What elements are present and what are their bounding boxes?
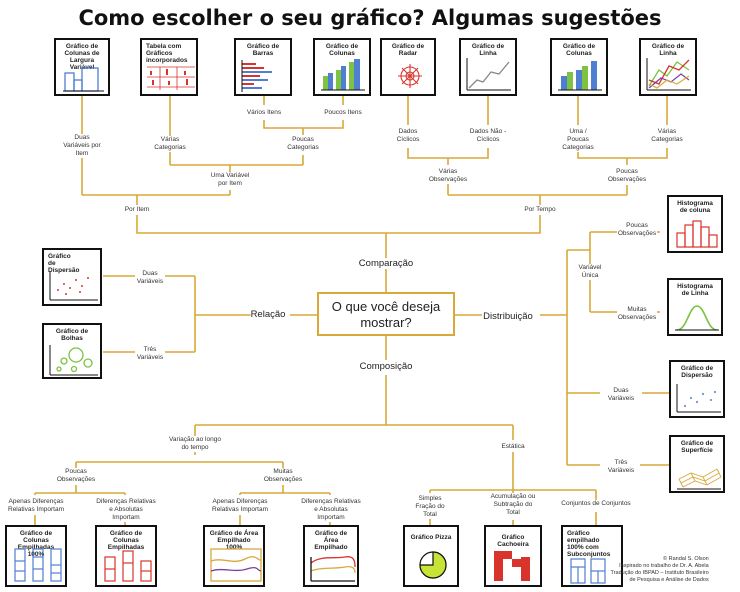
stacked-area-icon xyxy=(310,556,356,582)
line-histogram-icon xyxy=(675,305,719,331)
label-conjuntos: Conjuntos de Conjuntos xyxy=(561,500,631,508)
label-por-tempo: Por Tempo xyxy=(524,206,556,214)
label-poucas-categorias-1: Poucas Categorias xyxy=(286,136,320,152)
card-barras: Gráfico de Barras xyxy=(234,38,292,96)
card-dispersao-2: Gráfico de Dispersão xyxy=(669,360,725,418)
card-bolhas: Gráfico de Bolhas xyxy=(42,323,102,379)
label-uma-poucas-categorias: Uma / Poucas Categorias xyxy=(558,128,598,152)
waterfall-chart-icon xyxy=(494,551,530,581)
page-title: Como escolher o seu gráfico? Algumas sug… xyxy=(78,6,662,30)
card-cachoeira: Gráfico Cachoeira xyxy=(484,525,542,587)
card-histograma-linha: Histograma de Linha xyxy=(667,278,723,336)
card-pizza: Gráfico Pizza xyxy=(403,525,459,587)
card-colunas-empilhadas: Gráfico de Colunas Empilhadas xyxy=(95,525,157,587)
label-simples-fracao: Simples Fração do Total xyxy=(408,495,452,519)
label-varias-categorias-2: Várias Categorias xyxy=(650,128,684,144)
credit-text: © Randal S. Olson Inspirado no trabalho … xyxy=(610,556,709,583)
label-apenas-dif-rel-2: Apenas Diferenças Relativas Importam xyxy=(209,498,271,514)
column-chart-icon xyxy=(558,61,602,91)
label-uma-variavel-por-item: Uma Variável por Item xyxy=(210,172,250,188)
label-varias-categorias-1: Várias Categorias xyxy=(153,136,187,152)
label-varias-observacoes: Várias Observações xyxy=(428,168,468,184)
card-area-empilhado: Gráfico de Área Empilhado xyxy=(303,525,359,587)
label-poucos-itens: Poucos Itens xyxy=(324,109,362,117)
card-radar: Gráfico de Radar xyxy=(380,38,436,96)
stacked-100-column-icon xyxy=(14,548,62,582)
column-histogram-icon xyxy=(676,220,718,248)
label-tres-variaveis-dist: Três Variáveis xyxy=(607,459,635,475)
label-por-item: Por Item xyxy=(124,206,150,214)
label-dados-ciclicos: Dados Cíclicos xyxy=(396,128,420,144)
card-colunas-2: Gráfico de Colunas xyxy=(550,38,608,96)
label-duas-variaveis-dist: Duas Variáveis xyxy=(607,387,635,403)
card-area-empilhado-100: Gráfico de Área Empilhado 100% xyxy=(203,525,265,587)
branch-comparacao: Comparação xyxy=(358,258,414,269)
card-dispersao-1: Gráfico de Dispersão xyxy=(42,248,102,306)
bar-chart-icon xyxy=(241,60,272,92)
radar-chart-icon xyxy=(398,64,422,88)
label-muitas-observacoes-comp: Muitas Observações xyxy=(263,468,303,484)
card-colunas-empilhadas-100: Gráfico de Colunas Empilhadas 100% xyxy=(5,525,67,587)
label-acumulacao: Acumulação ou Subtração do Total xyxy=(489,493,537,517)
bubble-chart-icon xyxy=(49,345,98,376)
label-poucas-observacoes-comp: Poucas Observações xyxy=(56,468,96,484)
label-variacao-tempo: Variação ao longo do tempo xyxy=(166,436,224,452)
card-tabela-graficos: Tabela com Gráficos incorporados xyxy=(140,38,198,96)
stacked-100-area-icon xyxy=(210,548,262,582)
label-estatica: Estática xyxy=(501,443,525,451)
surface-chart-icon xyxy=(677,468,722,490)
label-variavel-unica: Variável Única xyxy=(576,264,604,280)
label-duas-variaveis-relacao: Duas Variáveis xyxy=(136,270,164,286)
label-varios-itens: Vários Itens xyxy=(246,109,282,117)
label-poucas-observacoes: Poucas Observações xyxy=(607,168,647,184)
label-tres-variaveis-relacao: Três Variáveis xyxy=(136,346,164,362)
card-colunas-1: Gráfico de Colunas xyxy=(313,38,371,96)
card-empilhado-subconjuntos: Gráfico empilhado 100% com Subconjuntos xyxy=(561,525,623,587)
stacked-subset-icon xyxy=(570,558,606,584)
card-linha-2: Gráfico de Linha xyxy=(639,38,697,96)
column-chart-icon xyxy=(321,59,365,91)
card-histograma-coluna: Histograma de coluna xyxy=(667,195,723,253)
label-poucas-observacoes-dist: Poucas Observações xyxy=(617,222,657,238)
multi-line-chart-icon xyxy=(646,58,691,91)
branch-composicao: Composição xyxy=(359,361,413,372)
branch-relacao: Relação xyxy=(250,309,286,320)
branch-distribuicao: Distribuição xyxy=(483,311,533,322)
scatter-chart-icon xyxy=(676,384,721,413)
label-apenas-dif-rel-1: Apenas Diferenças Relativas Importam xyxy=(7,498,65,514)
card-linha-1: Gráfico de Linha xyxy=(459,38,517,96)
scatter-chart-icon xyxy=(49,272,98,301)
label-dif-rel-abs-1: Diferenças Relativas e Absolutas Importa… xyxy=(95,498,157,522)
central-question: O que você deseja mostrar? xyxy=(317,292,455,336)
card-colunas-largura-variavel: Gráfico de Colunas de Largura Variável xyxy=(54,38,110,96)
card-superficie: Gráfico de Superfície xyxy=(669,435,725,493)
label-dados-nao-ciclicos: Dados Não - Cíclicos xyxy=(468,128,508,144)
variable-width-column-icon xyxy=(63,67,104,92)
line-chart-icon xyxy=(466,58,511,91)
label-muitas-observacoes-dist: Muitas Observações xyxy=(617,306,657,322)
embedded-table-icon xyxy=(147,66,195,90)
pie-chart-icon xyxy=(419,551,447,579)
label-dif-rel-abs-2: Diferenças Relativas e Absolutas Importa… xyxy=(300,498,362,522)
stacked-column-icon xyxy=(104,550,152,582)
label-duas-variaveis-por-item: Duas Variáveis por Item xyxy=(62,134,102,158)
